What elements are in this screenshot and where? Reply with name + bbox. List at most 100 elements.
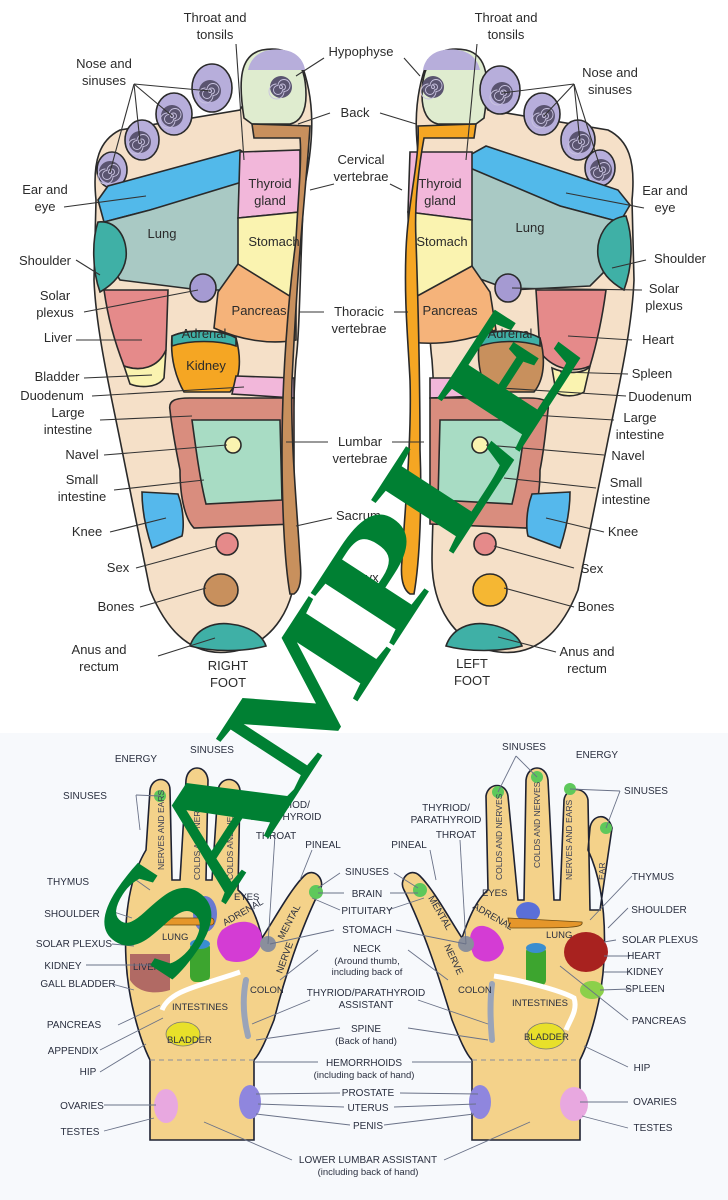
hlabel-neck: NECK(Around thumb,including back of xyxy=(332,944,403,978)
hlabel-sinuses-right: SINUSES xyxy=(624,786,668,797)
hand-left-bladder-blob xyxy=(165,1021,201,1047)
left-big-toe-tip xyxy=(423,49,480,70)
right-bones-zone xyxy=(203,573,239,607)
label-knee-left: Knee xyxy=(608,524,638,539)
hlabel-energy-left: ENERGY xyxy=(115,754,158,765)
hlabel-solar-left: SOLAR PLEXUS xyxy=(36,939,112,950)
right-zone-stomach: Stomach xyxy=(248,234,299,249)
hlabel-pancreas-left: PANCREAS xyxy=(47,1020,102,1031)
left-spine-zone xyxy=(400,123,477,595)
hlabel-sinuses-top-left: SINUSES xyxy=(190,745,234,756)
foot-leader-lines xyxy=(63,43,647,657)
label-hypophyse: Hypophyse xyxy=(328,44,393,59)
hlabel-ovaries-left: OVARIES xyxy=(60,1101,104,1112)
hand-left-liver: LIVER xyxy=(133,962,161,973)
hlabel-thyroid-right: THYRIOD/PARATHYROID xyxy=(411,803,482,826)
hlabel-hemorrhoids: HEMORRHOIDS(including back of hand) xyxy=(314,1058,415,1081)
hlabel-spine: SPINE(Back of hand) xyxy=(335,1024,397,1047)
hand-left-liver-blob xyxy=(130,954,170,993)
hand-left-adrenal-blob xyxy=(217,921,262,962)
label-spleen: Spleen xyxy=(632,366,672,381)
hlabel-sinuses-center: SINUSES xyxy=(345,867,389,878)
hand-left-side: NERVES AND EARS COLDS AND NERVES COLDS A… xyxy=(124,767,323,1141)
right-bladder-zone xyxy=(122,349,167,388)
label-coccyx: Coccyx xyxy=(336,570,379,585)
hand-right-side: COLDS AND NERVES COLDS AND NERVES NERVES… xyxy=(401,767,613,1141)
hlabel-sinuses-top-right: SINUSES xyxy=(502,742,546,753)
label-sex-right: Sex xyxy=(107,560,130,575)
right-solar-plexus-zone xyxy=(189,273,217,303)
hand-left-eyes-blob xyxy=(193,896,217,932)
hand-right-eyes-blob xyxy=(516,902,540,922)
label-duodenum-left: Duodenum xyxy=(628,389,692,404)
hlabel-uterus: UTERUS xyxy=(347,1103,388,1114)
left-sex-zone xyxy=(473,532,497,556)
hlabel-thyroid-left: THYRIOD/PARATHYROID xyxy=(251,800,322,823)
hlabel-ovaries-right: OVARIES xyxy=(633,1097,677,1108)
hand-right-heart-blob xyxy=(564,932,608,972)
hlabel-energy-right: ENERGY xyxy=(576,750,619,761)
hlabel-throat-left: THROAT xyxy=(256,831,296,842)
label-liver: Liver xyxy=(44,330,73,345)
right-anus-zone xyxy=(188,622,268,652)
hlabel-pituitary: PITUITARY xyxy=(341,906,393,917)
label-sex-left: Sex xyxy=(581,561,604,576)
right-zone-pancreas: Pancreas xyxy=(232,303,287,318)
left-knee-zone xyxy=(526,491,571,550)
right-zone-adrenal: Adrenal xyxy=(182,326,227,341)
label-navel-right: Navel xyxy=(65,447,98,462)
hand-left-eyes: EYES xyxy=(234,892,259,903)
label-knee-right: Knee xyxy=(72,524,102,539)
hand-left-kidney-cap xyxy=(190,939,210,949)
left-navel-zone xyxy=(471,436,489,454)
left-zone-lung: Lung xyxy=(516,220,545,235)
left-anus-zone xyxy=(444,622,524,652)
hand-left-intestines xyxy=(159,969,241,1012)
hlabel-shoulder-left: SHOULDER xyxy=(44,909,100,920)
hlabel-stomach: STOMACH xyxy=(342,925,392,936)
hand-right-intestines xyxy=(493,973,578,1031)
hand-right-outline xyxy=(401,767,613,1141)
hand-right-finger-1: COLDS AND NERVES xyxy=(494,793,504,880)
label-back: Back xyxy=(341,105,370,120)
left-duodenum-zone xyxy=(429,377,479,399)
left-zone-adrenal: Adrenal xyxy=(488,326,533,341)
hand-left-bladder-label: BLADDER xyxy=(167,1035,212,1046)
hlabel-spleen-right: SPLEEN xyxy=(625,984,664,995)
hlabel-solar-right: SOLAR PLEXUS xyxy=(622,935,698,946)
hlabel-penis: PENIS xyxy=(353,1121,383,1132)
right-knee-zone xyxy=(141,491,184,550)
hand-right-finger-3: NERVES AND EARS xyxy=(564,800,574,880)
hlabel-thymus-left: THYMUS xyxy=(47,877,90,888)
thumb-tip-icon xyxy=(309,885,323,899)
hand-left-finger-2: COLDS AND NERVES xyxy=(192,793,202,880)
hlabel-thymus-right: THYMUS xyxy=(632,872,675,883)
hlabel-brain: BRAIN xyxy=(352,889,383,900)
left-adrenal-zone xyxy=(479,330,541,348)
hlabel-prostate: PROSTATE xyxy=(342,1088,395,1099)
label-navel-left: Navel xyxy=(611,448,644,463)
right-small-intestine-zone xyxy=(191,419,283,505)
hand-left-lung: LUNG xyxy=(162,932,188,943)
hlabel-pineal-right: PINEAL xyxy=(391,840,427,851)
hlabel-pineal-left: PINEAL xyxy=(305,840,341,851)
hand-right-adrenal-blob xyxy=(469,925,504,962)
